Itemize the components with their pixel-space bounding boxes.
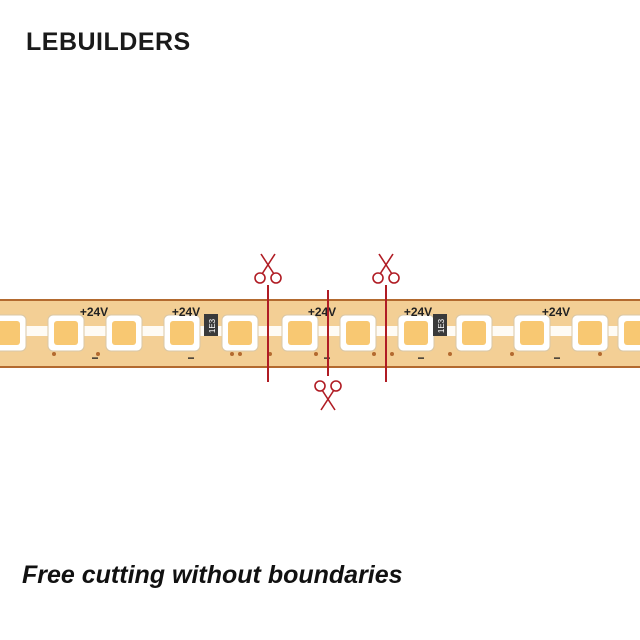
brand-logo: LEBUILDERS [26,28,191,56]
solder-dot [230,352,234,356]
led-chip [520,321,544,345]
negative-label: − [187,351,194,365]
led-chip [54,321,78,345]
resistor [433,314,447,336]
scissors-icon [372,253,400,284]
led-chip [624,321,640,345]
resistor [204,314,218,336]
resistor-code: 1E3 [437,318,446,333]
solder-dot [314,352,318,356]
led-chip [228,321,252,345]
solder-dot [52,352,56,356]
negative-label: − [417,351,424,365]
led-chip [346,321,370,345]
resistor-code: 1E3 [208,318,217,333]
scissors-icon [254,253,282,284]
led-chip [112,321,136,345]
led-chip [288,321,312,345]
led-chip [462,321,486,345]
negative-label: − [553,351,560,365]
voltage-label: +24V [172,305,200,319]
solder-dot [598,352,602,356]
negative-label: − [91,351,98,365]
led-chip [404,321,428,345]
solder-dot [448,352,452,356]
solder-dot [372,352,376,356]
caption-text: Free cutting without boundaries [22,561,403,589]
voltage-label: +24V [80,305,108,319]
led-chip [170,321,194,345]
solder-dot [238,352,242,356]
trace-band [0,326,640,336]
led-chip [0,321,20,345]
scissors-icon [314,380,342,411]
voltage-label: +24V [542,305,570,319]
cut-marks [254,253,400,411]
led-chip [578,321,602,345]
voltage-label: +24V [308,305,336,319]
solder-dot [510,352,514,356]
voltage-label: +24V [404,305,432,319]
solder-dot [96,352,100,356]
solder-dot [390,352,394,356]
